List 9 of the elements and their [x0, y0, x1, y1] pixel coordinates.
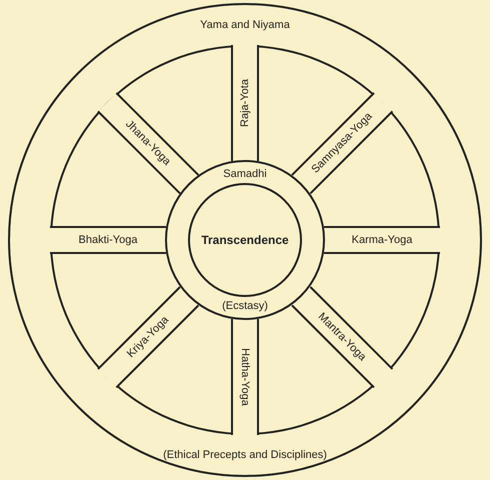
- ring-label: Samadhi: [223, 168, 267, 180]
- ring-label: Transcendence: [201, 233, 289, 247]
- spoke-band: Karma-Yoga: [324, 227, 440, 253]
- ring-label: (Ecstasy): [222, 300, 268, 312]
- ring-label: (Ethical Precepts and Disciplines): [163, 449, 327, 461]
- spoke-band: Raja-Yota: [232, 45, 258, 161]
- spoke-band: Hatha-Yoga: [232, 319, 258, 435]
- ring-label: Yama and Niyama: [200, 19, 290, 31]
- spoke-band: Bhakti-Yoga: [50, 227, 166, 253]
